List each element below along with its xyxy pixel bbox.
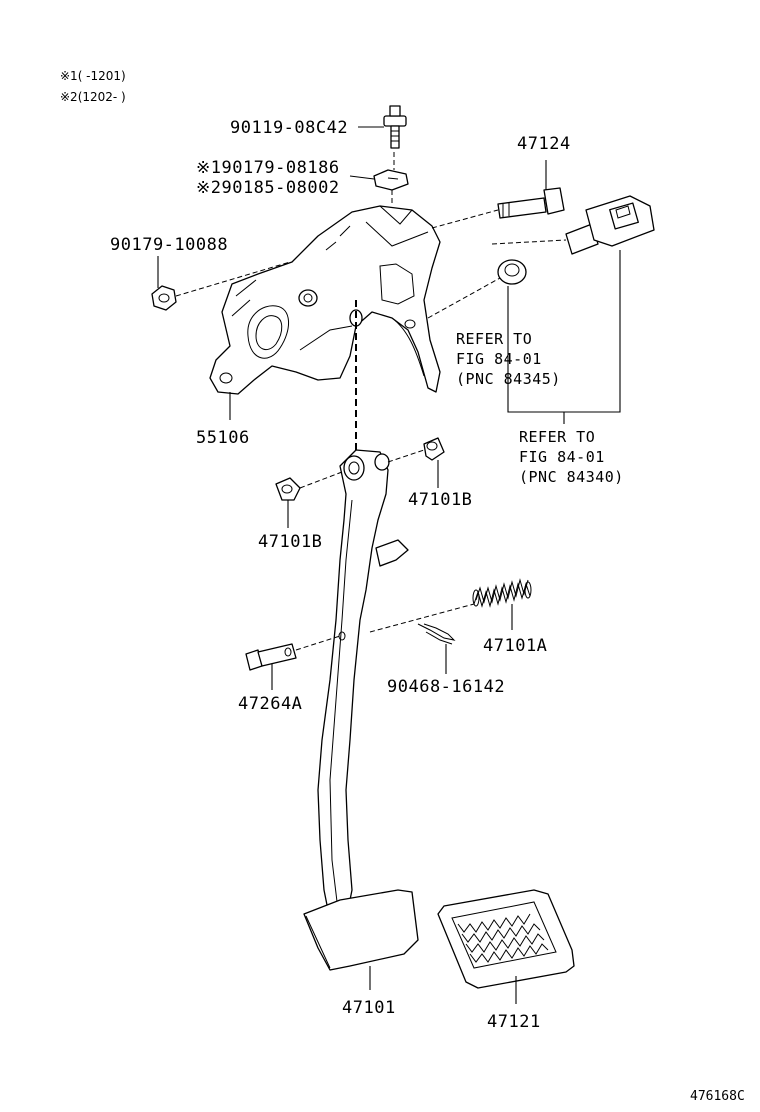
refer-2-line-2[interactable]: FIG 84-01 [519,448,605,466]
bushing-left-part[interactable] [275,477,301,501]
bolt-right-part[interactable] [497,187,565,219]
note-1: ※1( -1201) [60,69,126,83]
refer-1-line-1[interactable]: REFER TO [456,330,532,348]
label-spring[interactable]: 47101A [483,636,547,656]
label-pedal-arm[interactable]: 47101 [342,998,396,1018]
label-clip-2[interactable]: ※290185-08002 [196,178,340,198]
dash-bushing-bracket [427,277,501,319]
label-bolt-right[interactable]: 47124 [517,134,571,154]
label-pedal-pad[interactable]: 47121 [487,1012,541,1032]
dash-bushing-right [387,449,425,463]
label-clip-pin[interactable]: 90468-16142 [387,677,505,697]
figure-code: 476168C [690,1089,745,1104]
leader-clip [349,175,375,180]
spring-part[interactable] [472,578,532,608]
refer-2-line-1[interactable]: REFER TO [519,428,595,446]
refer-1-line-3[interactable]: (PNC 84345) [456,370,561,388]
dash-bushing-left [299,471,343,489]
label-clip-1[interactable]: ※190179-08186 [196,158,340,178]
label-bracket[interactable]: 55106 [196,428,250,448]
label-bolt-top[interactable]: 90119-08C42 [230,118,348,138]
dash-spring [369,603,475,633]
clip-part[interactable] [373,169,409,191]
pin-part[interactable] [245,643,297,671]
stop-lamp-switch-part[interactable] [565,195,655,255]
bracket-part[interactable] [209,205,441,395]
bolt-top-part[interactable] [383,105,407,149]
note-2: ※2(1202- ) [60,90,126,104]
dash-nut-bracket [175,261,291,297]
label-bushing-right[interactable]: 47101B [408,490,472,510]
label-bushing-left[interactable]: 47101B [258,532,322,552]
label-pin[interactable]: 47264A [238,694,302,714]
dash-switch [491,239,567,245]
nut-part[interactable] [151,285,177,311]
pedal-arm-part[interactable] [317,449,409,921]
label-nut[interactable]: 90179-10088 [110,235,228,255]
refer-1-line-2[interactable]: FIG 84-01 [456,350,542,368]
pedal-pad-part[interactable] [437,889,575,989]
refer-2-line-3[interactable]: (PNC 84340) [519,468,624,486]
pedal-pad-tread-pattern [457,913,549,963]
bushing-part[interactable] [497,259,527,285]
clip-pin-part[interactable] [417,623,456,645]
bushing-right-part[interactable] [423,437,445,461]
pedal-foot-part[interactable] [303,889,419,971]
dash-bolt-bracket [431,209,499,229]
